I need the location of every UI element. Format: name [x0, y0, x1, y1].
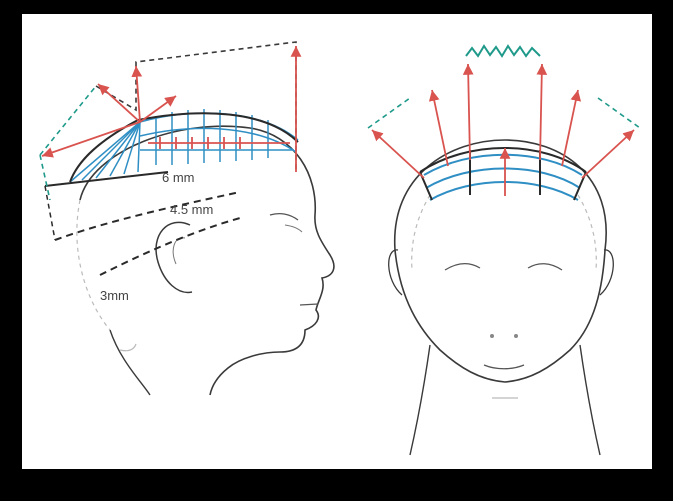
front-nostril-left: [490, 334, 494, 338]
label-3mm: 3mm: [100, 288, 129, 303]
side-elevation-arrows: [42, 46, 296, 172]
label-6mm: 6 mm: [162, 170, 195, 185]
side-eyelid: [285, 225, 302, 232]
front-eye-right: [528, 264, 562, 270]
side-neck-back: [110, 330, 150, 395]
side-guide-line-connector: [45, 186, 55, 240]
side-ear-inner: [173, 238, 185, 264]
front-green-jagged-top: [466, 46, 540, 56]
front-mouth: [484, 365, 524, 369]
side-guide-line-bottom: [100, 218, 240, 275]
front-neck-left: [410, 345, 430, 455]
front-ear-right: [600, 250, 613, 295]
side-profile-head: 6 mm 4.5 mm 3mm: [40, 42, 334, 395]
front-green-projection-right: [598, 98, 640, 128]
side-guide-line-top: [45, 172, 168, 186]
side-dashed-projection-top: [96, 42, 296, 170]
front-eye-left: [445, 264, 480, 270]
side-eye: [270, 214, 298, 220]
front-view-head: [368, 46, 640, 455]
front-head-outline: [395, 140, 606, 382]
front-elevation-arrows: [372, 64, 634, 196]
front-neck-right: [580, 345, 600, 455]
label-4-5mm: 4.5 mm: [170, 202, 213, 217]
front-hairline-dashed-right: [578, 195, 596, 270]
side-neck-nape: [77, 200, 110, 330]
front-nostril-right: [514, 334, 518, 338]
side-mouth: [300, 304, 318, 305]
front-hairline-dashed-left: [412, 195, 430, 270]
front-green-projection-left: [368, 98, 410, 128]
side-jaw-hint: [120, 344, 136, 351]
